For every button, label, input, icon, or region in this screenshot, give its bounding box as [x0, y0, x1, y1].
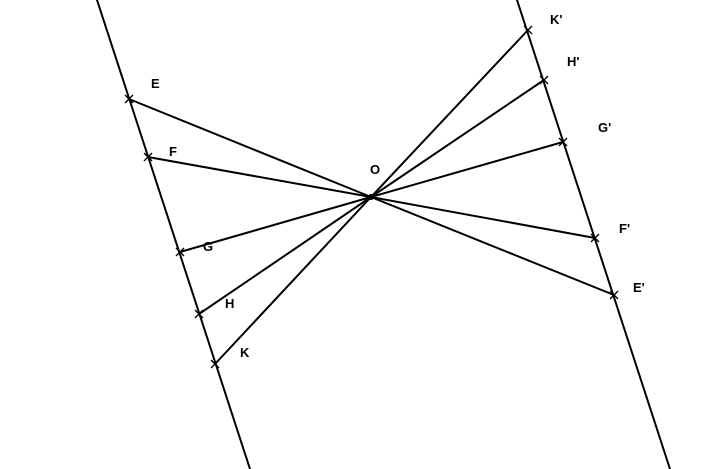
- segment-OK-prime: [370, 29, 529, 198]
- point-F-prime-marker: [590, 233, 600, 243]
- label-O: O: [370, 162, 380, 177]
- point-K-prime-marker: [523, 25, 533, 35]
- point-E-prime-marker: [609, 290, 619, 300]
- point-H-marker: [194, 309, 204, 319]
- label-G-prime: G': [598, 120, 611, 135]
- label-H-prime: H': [567, 54, 579, 69]
- point-E-marker: [124, 94, 134, 104]
- segment-OF-prime: [370, 196, 596, 239]
- point-K-marker: [210, 359, 220, 369]
- segment-OG-prime: [370, 141, 564, 198]
- point-G-prime-marker: [558, 137, 568, 147]
- point-H-prime-marker: [539, 75, 549, 85]
- right-parallel-line: [516, 0, 671, 469]
- segment-HO: [198, 196, 372, 315]
- label-H: H: [225, 296, 234, 311]
- point-markers: [124, 25, 619, 369]
- point-G-marker: [175, 247, 185, 257]
- segment-OE-prime: [370, 196, 615, 296]
- label-E-prime: E': [633, 280, 645, 295]
- label-E: E: [151, 76, 160, 91]
- segment-FO: [147, 156, 372, 198]
- label-K: K: [240, 345, 250, 360]
- label-G: G: [203, 239, 213, 254]
- left-parallel-line: [96, 0, 251, 469]
- label-F-prime: F': [619, 221, 630, 236]
- segment-EO: [128, 98, 372, 198]
- segment-KO: [214, 196, 372, 365]
- label-F: F: [169, 144, 177, 159]
- label-K-prime: K': [550, 12, 562, 27]
- point-O-marker: [368, 194, 374, 200]
- point-F-marker: [143, 152, 153, 162]
- segment-GO: [179, 196, 372, 253]
- segment-OH-prime: [370, 79, 545, 198]
